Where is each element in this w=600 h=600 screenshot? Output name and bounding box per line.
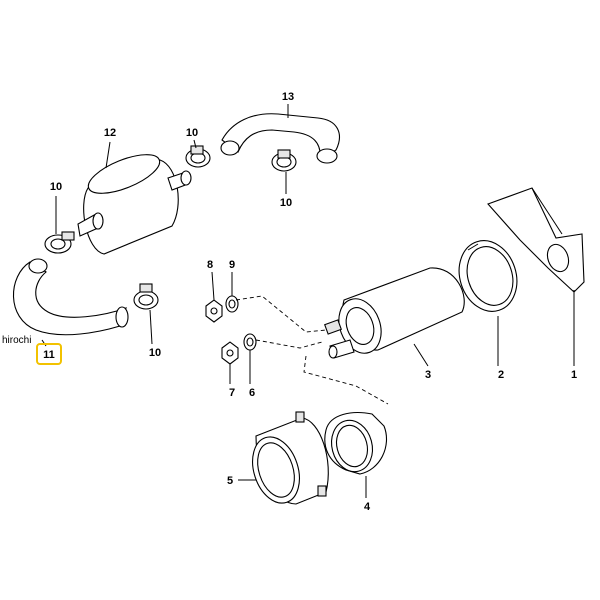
callout-2: 2 (498, 369, 504, 381)
part-5-sleeve (252, 411, 329, 505)
part-3-fuel-pump (324, 267, 465, 359)
assembly-line-upper (235, 295, 327, 333)
leader-lines (41, 104, 575, 498)
part-9-washer (225, 295, 239, 313)
watermark-text: hirochi (2, 335, 31, 346)
part-1-bracket (487, 187, 585, 293)
part-12-fuel-filter (77, 154, 192, 255)
part-8-nut (205, 299, 223, 323)
part-4-ring (324, 412, 388, 475)
assembly-line-pump-to-4 (303, 355, 389, 405)
callout-12: 12 (104, 127, 116, 139)
callout-6: 6 (249, 387, 255, 399)
part-2-rubber-ring (458, 240, 518, 312)
part-7-nut (221, 341, 239, 365)
callout-7: 7 (229, 387, 235, 399)
callout-10-upper-right: 10 (280, 197, 292, 209)
callout-4: 4 (364, 501, 371, 513)
callout-10-lower: 10 (149, 347, 161, 359)
hose-clamp-filter-left (44, 231, 75, 254)
callout-10-upper-left: 10 (186, 127, 198, 139)
callout-9: 9 (229, 259, 235, 271)
callout-10-filter-left: 10 (50, 181, 62, 193)
assembly-line-lower (255, 339, 323, 349)
hose-clamp-upper-right (271, 149, 297, 172)
callout-5: 5 (227, 475, 233, 487)
callout-11-highlight (36, 343, 62, 365)
part-13-hose (220, 113, 340, 164)
part-6-washer (243, 333, 257, 351)
hose-clamp-upper-left (185, 145, 211, 168)
part-11-hose (12, 258, 129, 336)
callout-1: 1 (571, 369, 577, 381)
callout-8: 8 (207, 259, 213, 271)
callout-13: 13 (282, 91, 294, 103)
callout-11: 11 (43, 349, 55, 361)
callout-3: 3 (425, 369, 431, 381)
hose-clamp-lower (133, 283, 159, 310)
